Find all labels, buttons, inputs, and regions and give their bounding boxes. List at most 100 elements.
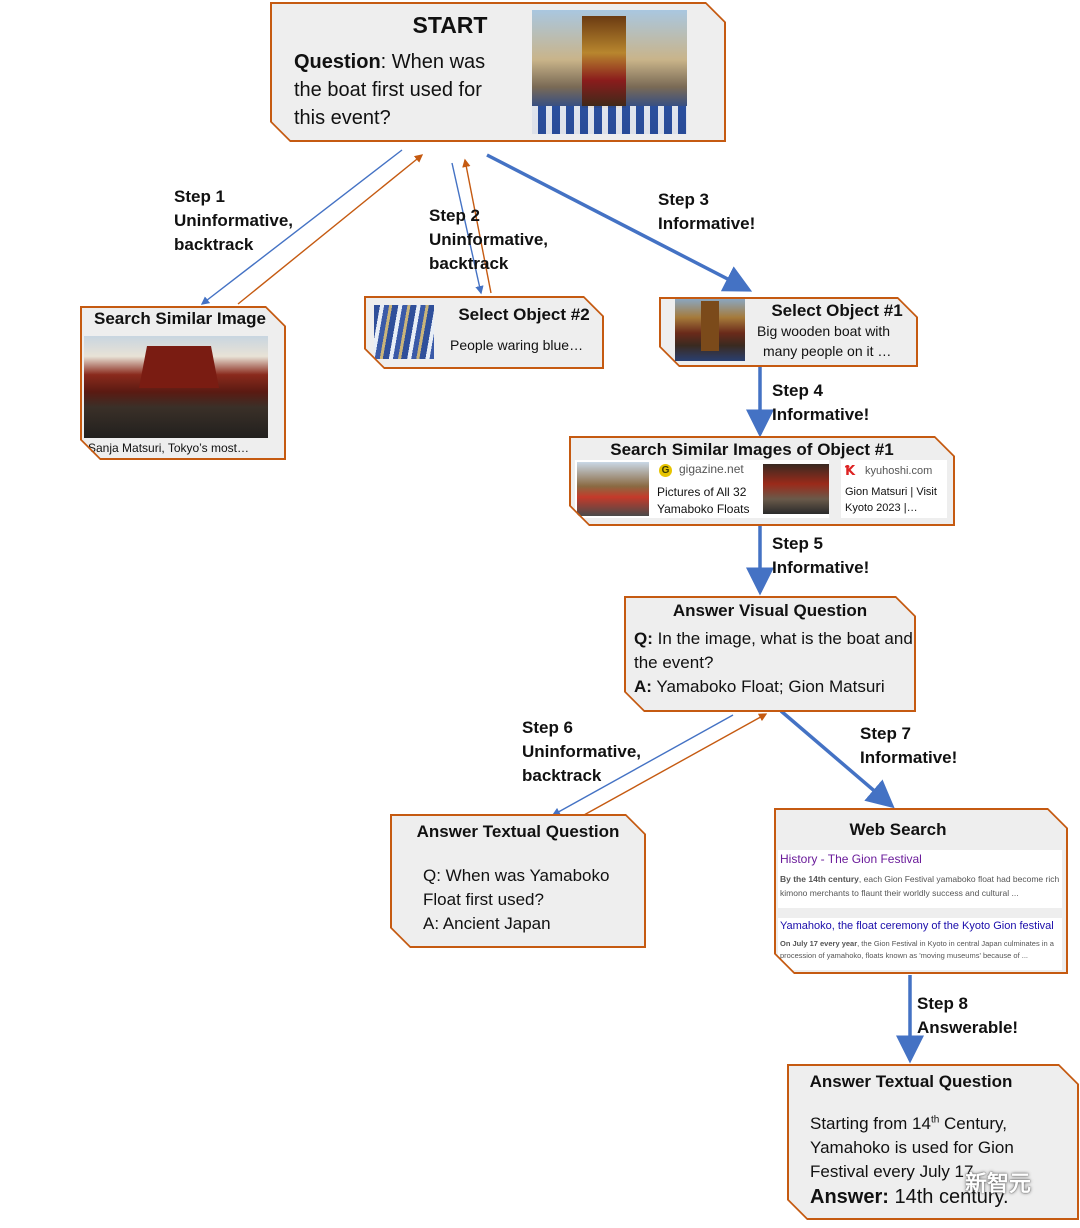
q-text: In the image, what is the boat and the e… <box>634 629 913 672</box>
answer-visual-question-node: Answer Visual Question Q: In the image, … <box>624 596 916 712</box>
step8-line1: Step 8 <box>917 994 969 1013</box>
gigazine-logo-icon: G <box>659 464 672 477</box>
step6-forward-arrow <box>551 714 734 816</box>
step6-label: Step 6 Uninformative, backtrack <box>522 716 641 788</box>
search-object-1-title: Search Similar Images of Object #1 <box>610 440 894 459</box>
step1-line2: Uninformative, <box>174 211 294 230</box>
step3-line2: Informative! <box>658 214 756 233</box>
step4-line2: Informative! <box>772 405 870 424</box>
step2-line3: backtrack <box>429 254 509 273</box>
answer-textual-2-line1: Starting from 14th Century, <box>810 1114 1007 1134</box>
festival-photo <box>532 10 687 134</box>
answer-textual-1-title: Answer Textual Question <box>416 822 620 841</box>
step5-line1: Step 5 <box>772 534 824 553</box>
search-similar-image-title: Search Similar Image <box>94 309 266 328</box>
a-label: A: <box>634 677 652 696</box>
temple-photo <box>84 336 268 438</box>
select-object-1-desc-line2: many people on it … <box>763 343 892 359</box>
web-result-1-title[interactable]: History - The Gion Festival <box>780 852 922 866</box>
search-object-1-node: Search Similar Images of Object #1 G gig… <box>569 436 955 526</box>
search-similar-image-node: Search Similar Image Sanja Matsuri, Toky… <box>80 306 286 460</box>
final-answer-label: Answer: <box>810 1186 889 1208</box>
step5-line2: Informative! <box>772 558 870 577</box>
step6-line1: Step 6 <box>522 718 574 737</box>
step3-label: Step 3 Informative! <box>658 188 755 236</box>
search-similar-caption: Sanja Matsuri, Tokyo’s most… <box>88 441 249 455</box>
step6-line2: Uninformative, <box>522 742 642 761</box>
select-object-1-title: Select Object #1 <box>771 301 903 320</box>
step2-back-arrow <box>462 158 492 294</box>
question-label: Question <box>294 51 381 73</box>
search-result-1-line2: Yamaboko Floats <box>657 502 750 516</box>
web-search-title: Web Search <box>849 820 947 839</box>
step4-label: Step 4 Informative! <box>772 379 869 427</box>
start-node: START Question: When was the boat first … <box>270 2 726 142</box>
search-result-2-site: kyuhoshi.com <box>865 465 933 477</box>
watermark: 新智元 <box>965 1171 1032 1196</box>
step5-label: Step 5 Informative! <box>772 532 869 580</box>
step1-line1: Step 1 <box>174 187 226 206</box>
answer-textual-2-line2: Yamahoko is used for Gion <box>810 1138 1014 1157</box>
search-result-1-site: gigazine.net <box>679 462 744 476</box>
step1-forward-arrow <box>200 149 403 305</box>
step7-label: Step 7 Informative! <box>860 722 957 770</box>
search-result-2-line2: Kyoto 2023 |… <box>845 502 918 514</box>
step6-line3: backtrack <box>522 766 602 785</box>
answer-textual-2-line1-a: Starting from 14 <box>810 1114 931 1133</box>
web-result-2-bold: On July 17 every year <box>780 939 858 948</box>
answer-textual-question-node-1: Answer Textual Question Q: When was Yama… <box>390 814 646 948</box>
step7-arrow <box>779 709 895 809</box>
q-label: Q: <box>634 629 653 648</box>
web-result-2-snippet: On July 17 every year, the Gion Festival… <box>780 938 1062 962</box>
step8-line2: Answerable! <box>917 1018 1019 1037</box>
float-photo-2 <box>763 464 829 514</box>
answer-textual-2-line3: Festival every July 17 <box>810 1162 974 1181</box>
answer-textual-question-node-2: Answer Textual Question Starting from 14… <box>787 1064 1079 1220</box>
web-result-1-bold: By the 14th century <box>780 874 859 884</box>
step2-line1: Step 2 <box>429 206 481 225</box>
a-text: Yamaboko Float; Gion Matsuri <box>651 677 885 696</box>
step2-label: Step 2 Uninformative, backtrack <box>429 204 548 276</box>
search-result-card-1[interactable]: G gigazine.net Pictures of All 32 Yamabo… <box>575 460 829 518</box>
float-photo-1 <box>577 462 649 516</box>
web-result-1[interactable]: History - The Gion Festival By the 14th … <box>778 850 1062 908</box>
web-result-1-snippet: By the 14th century, each Gion Festival … <box>780 872 1062 900</box>
select-object-2-desc: People waring blue… <box>450 337 584 353</box>
answer-textual-1-line2: Float first used? <box>423 890 544 909</box>
search-result-1-line1: Pictures of All 32 <box>657 485 747 499</box>
step7-line1: Step 7 <box>860 724 912 743</box>
web-result-2-title[interactable]: Yamahoko, the float ceremony of the Kyot… <box>780 920 1054 932</box>
boat-photo <box>675 299 745 361</box>
select-object-2-node: Select Object #2 People waring blue… <box>364 296 604 369</box>
step2-line2: Uninformative, <box>429 230 549 249</box>
select-object-1-node: Select Object #1 Big wooden boat with ma… <box>659 297 918 367</box>
answer-visual-title: Answer Visual Question <box>672 601 868 620</box>
search-result-card-2[interactable]: Ꝁ kyuhoshi.com Gion Matsuri | Visit Kyot… <box>841 460 947 518</box>
start-question: Question: When was the boat first used f… <box>294 48 509 132</box>
select-object-1-desc-line1: Big wooden boat with <box>757 323 891 339</box>
step7-line2: Informative! <box>860 748 958 767</box>
step1-back-arrow <box>237 154 424 305</box>
step3-line1: Step 3 <box>658 190 710 209</box>
answer-textual-1-line3: A: Ancient Japan <box>423 914 551 933</box>
step1-label: Step 1 Uninformative, backtrack <box>174 185 293 257</box>
answer-textual-1-line1: Q: When was Yamaboko <box>423 866 610 885</box>
step4-line1: Step 4 <box>772 381 824 400</box>
web-result-2[interactable]: Yamahoko, the float ceremony of the Kyot… <box>778 918 1062 970</box>
step1-line3: backtrack <box>174 235 254 254</box>
step6-back-arrow <box>583 713 768 816</box>
search-result-2-line1: Gion Matsuri | Visit <box>845 486 937 498</box>
kyuhoshi-logo-icon: Ꝁ <box>845 463 854 478</box>
start-title: START <box>412 12 488 38</box>
answer-textual-2-title: Answer Textual Question <box>809 1072 1013 1091</box>
step8-label: Step 8 Answerable! <box>917 992 1018 1040</box>
select-object-2-title: Select Object #2 <box>458 305 590 324</box>
people-blue-photo <box>374 305 434 359</box>
answer-visual-q: Q: In the image, what is the boat and th… <box>634 627 914 675</box>
step2-forward-arrow <box>451 162 484 295</box>
step3-arrow <box>486 153 753 292</box>
answer-visual-a: A: Yamaboko Float; Gion Matsuri <box>634 675 914 699</box>
answer-textual-2-line1-b: Century, <box>939 1114 1008 1133</box>
web-search-node: Web Search History - The Gion Festival B… <box>774 808 1068 974</box>
